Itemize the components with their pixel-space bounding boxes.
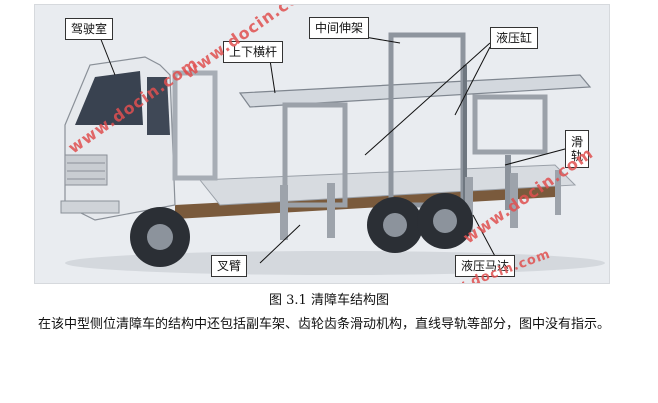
callout-hydraulic-motor: 液压马达 [455,255,516,277]
rear-guard-frame [172,70,218,181]
flatbed-platform [198,164,577,206]
fork-arm-2 [327,183,335,238]
windshield [75,71,143,125]
figure-caption: 图 3.1 清障车结构图 [269,293,389,308]
callout-cab: 驾驶室 [65,18,114,40]
fork-arm-1 [280,185,288,240]
right-side-frame [472,94,548,155]
chassis-frame [175,185,555,219]
fork-arm-3 [465,177,473,232]
callout-crossbar: 上下横杆 [223,41,284,63]
front-bumper [60,200,120,214]
callout-cylinder: 液压缸 [490,27,539,49]
fork-arm-5 [555,170,561,215]
left-side-frame [282,102,348,208]
callout-fork-arm: 叉臂 [211,255,248,277]
truck-illustration [60,32,605,275]
slide-rail-bar [505,155,511,210]
crossbar-beam [238,74,592,108]
callout-middle-arm: 中间伸架 [309,17,370,39]
callout-rail: 滑轨 [565,130,589,168]
front-grille [64,154,108,186]
truck-structure-figure: 驾驶室 上下横杆 中间伸架 液压缸 滑轨 叉臂 液压马达 www.docin.c… [34,4,610,284]
body-paragraph: 在该中型侧位清障车的结构中还包括副车架、齿轮齿条滑动机构，直线导轨等部分，图中没… [38,317,611,332]
side-window [147,77,170,135]
fork-arm-4 [510,173,518,228]
